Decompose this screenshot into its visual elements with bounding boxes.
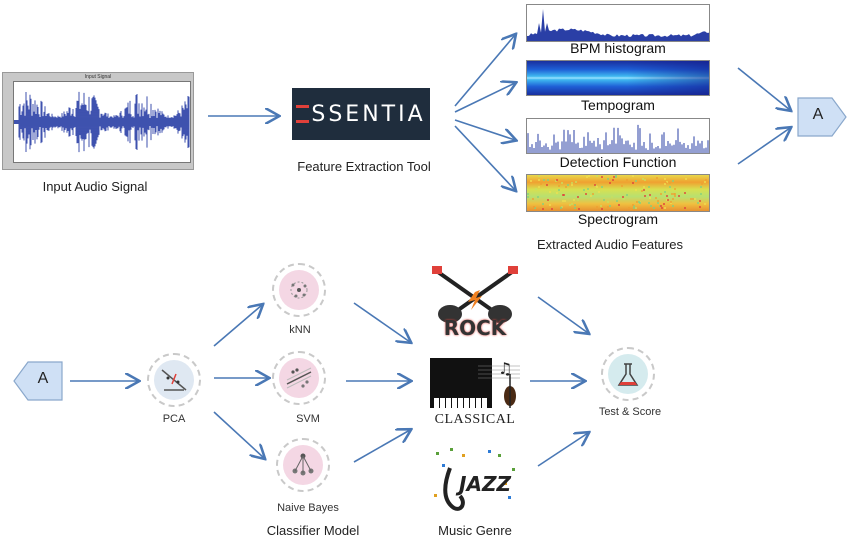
feature-extraction-label: Feature Extraction Tool (297, 159, 431, 174)
tempogram-title: Tempogram (581, 97, 655, 113)
knn-label: kNN (289, 324, 311, 336)
classical-genre-image: ♫ CLASSICAL (428, 352, 522, 432)
knn-node[interactable] (272, 263, 326, 317)
jazz-genre-image: JAZZ (428, 444, 522, 520)
detection-function-title: Detection Function (559, 154, 677, 170)
svm-node[interactable] (272, 351, 326, 405)
arrow-tool-to-tempogram (454, 83, 515, 113)
arrow-tempogram-to-a (737, 67, 790, 110)
arrow-detection-to-a (737, 128, 790, 165)
rock-genre-image: ROCK (428, 262, 522, 346)
classical-text: CLASSICAL (434, 412, 516, 427)
spectrogram-title: Spectrogram (577, 211, 659, 227)
arrow-tool-to-detection (454, 119, 515, 140)
bpm-histogram-title: BPM histogram (570, 40, 666, 56)
classifier-model-label: Classifier Model (266, 523, 360, 538)
spectrogram-plot (526, 174, 710, 212)
arrow-tool-to-spectrogram (454, 125, 515, 190)
bpm-histogram-plot (526, 4, 710, 42)
essentia-logo-text: SSENTIA (311, 101, 426, 127)
svm-label: SVM (296, 413, 320, 425)
input-audio-label: Input Audio Signal (42, 179, 148, 194)
knn-icon (290, 281, 308, 299)
detection-function-plot (526, 118, 710, 154)
input-signal-plot-title: Input Signal (84, 74, 112, 80)
test-score-label: Test & Score (598, 406, 662, 418)
input-signal-plot: Input Signal (2, 72, 194, 170)
naive-bayes-node[interactable] (276, 438, 330, 492)
arrow-rock-to-score (537, 296, 588, 333)
arrow-nb-to-genres (353, 430, 410, 463)
tempogram-plot (526, 60, 710, 96)
jazz-text: JAZZ (459, 472, 511, 496)
extracted-features-label: Extracted Audio Features (537, 237, 683, 252)
essentia-e-mark (296, 105, 310, 123)
pca-label: PCA (162, 413, 186, 425)
connector-a-out-letter: A (812, 106, 824, 123)
test-score-node[interactable] (601, 347, 655, 401)
pca-node[interactable] (147, 353, 201, 407)
arrow-knn-to-genres (353, 302, 410, 342)
naive-bayes-label: Naive Bayes (277, 502, 339, 514)
arrow-tool-to-bpm (454, 35, 515, 107)
naive-bayes-icon (292, 453, 314, 476)
rock-text: ROCK (443, 316, 507, 340)
arrow-pca-to-nb (213, 411, 264, 458)
arrow-jazz-to-score (537, 433, 588, 467)
connector-a-in-letter: A (37, 370, 49, 387)
input-waveform (14, 91, 190, 153)
svm-icon (286, 367, 312, 389)
essentia-logo: SSENTIA (292, 88, 430, 140)
arrow-pca-to-knn (213, 305, 262, 347)
flask-icon (617, 363, 639, 386)
svg-text:♫: ♫ (498, 359, 512, 378)
music-genre-label: Music Genre (438, 523, 512, 538)
pca-icon (161, 369, 187, 391)
